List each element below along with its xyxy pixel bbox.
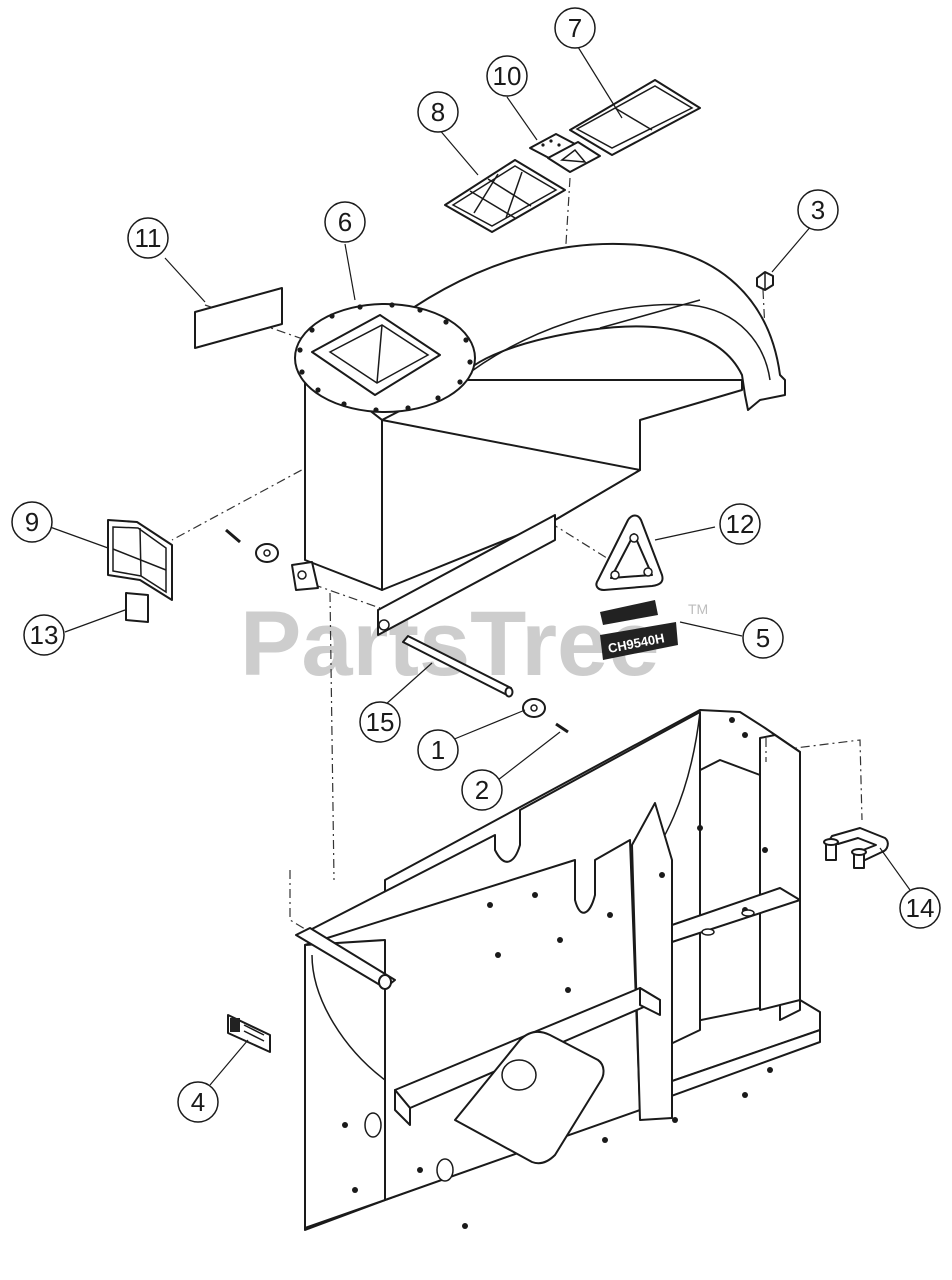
callout-15-label: 15 bbox=[366, 707, 395, 737]
callout-1-label: 1 bbox=[431, 735, 445, 765]
callout-5-label: 5 bbox=[756, 623, 770, 653]
callout-6-label: 6 bbox=[338, 207, 352, 237]
leader-lines bbox=[49, 46, 911, 1086]
lower-frame bbox=[295, 709, 821, 1231]
callout-7: 7 bbox=[554, 7, 596, 49]
callout-12: 12 bbox=[719, 503, 761, 545]
callout-2: 2 bbox=[461, 769, 503, 811]
callout-13: 13 bbox=[23, 614, 65, 656]
decal-10 bbox=[529, 133, 601, 173]
callout-8-label: 8 bbox=[431, 97, 445, 127]
model-decal: CH9540H bbox=[600, 600, 678, 660]
callout-14-label: 14 bbox=[906, 893, 935, 923]
callout-2-label: 2 bbox=[475, 775, 489, 805]
callout-1: 1 bbox=[417, 729, 459, 771]
nut bbox=[756, 271, 774, 291]
upper-housing bbox=[291, 242, 786, 636]
decal-4 bbox=[227, 1014, 271, 1053]
callout-3-label: 3 bbox=[811, 195, 825, 225]
callout-13-label: 13 bbox=[30, 620, 59, 650]
callout-10-label: 10 bbox=[493, 61, 522, 91]
callout-4-label: 4 bbox=[191, 1087, 205, 1117]
decal-7 bbox=[569, 79, 701, 156]
watermark-text: PartsTree bbox=[240, 593, 659, 695]
watermark: PartsTree TM bbox=[240, 593, 708, 695]
decal-8 bbox=[444, 159, 566, 233]
callout-9: 9 bbox=[11, 501, 53, 543]
callout-6: 6 bbox=[324, 201, 366, 243]
decal-9 bbox=[107, 519, 173, 601]
callout-14: 14 bbox=[899, 887, 941, 929]
callout-10: 10 bbox=[486, 55, 528, 97]
callouts: 1 2 3 4 5 6 7 8 9 10 11 12 13 14 15 bbox=[11, 7, 941, 1123]
decal-13 bbox=[125, 592, 149, 623]
callout-4: 4 bbox=[177, 1081, 219, 1123]
callout-12-label: 12 bbox=[726, 509, 755, 539]
callout-7-label: 7 bbox=[568, 13, 582, 43]
callout-3: 3 bbox=[797, 189, 839, 231]
u-bracket bbox=[823, 827, 889, 869]
watermark-tm: TM bbox=[688, 601, 708, 617]
warning-triangle-decal bbox=[595, 514, 664, 591]
hardware bbox=[225, 528, 569, 734]
callout-11: 11 bbox=[127, 217, 169, 259]
callout-11-label: 11 bbox=[135, 223, 162, 253]
decal-11 bbox=[194, 287, 283, 349]
callout-9-label: 9 bbox=[25, 507, 39, 537]
callout-8: 8 bbox=[417, 91, 459, 133]
callout-5: 5 bbox=[742, 617, 784, 659]
callout-15: 15 bbox=[359, 701, 401, 743]
